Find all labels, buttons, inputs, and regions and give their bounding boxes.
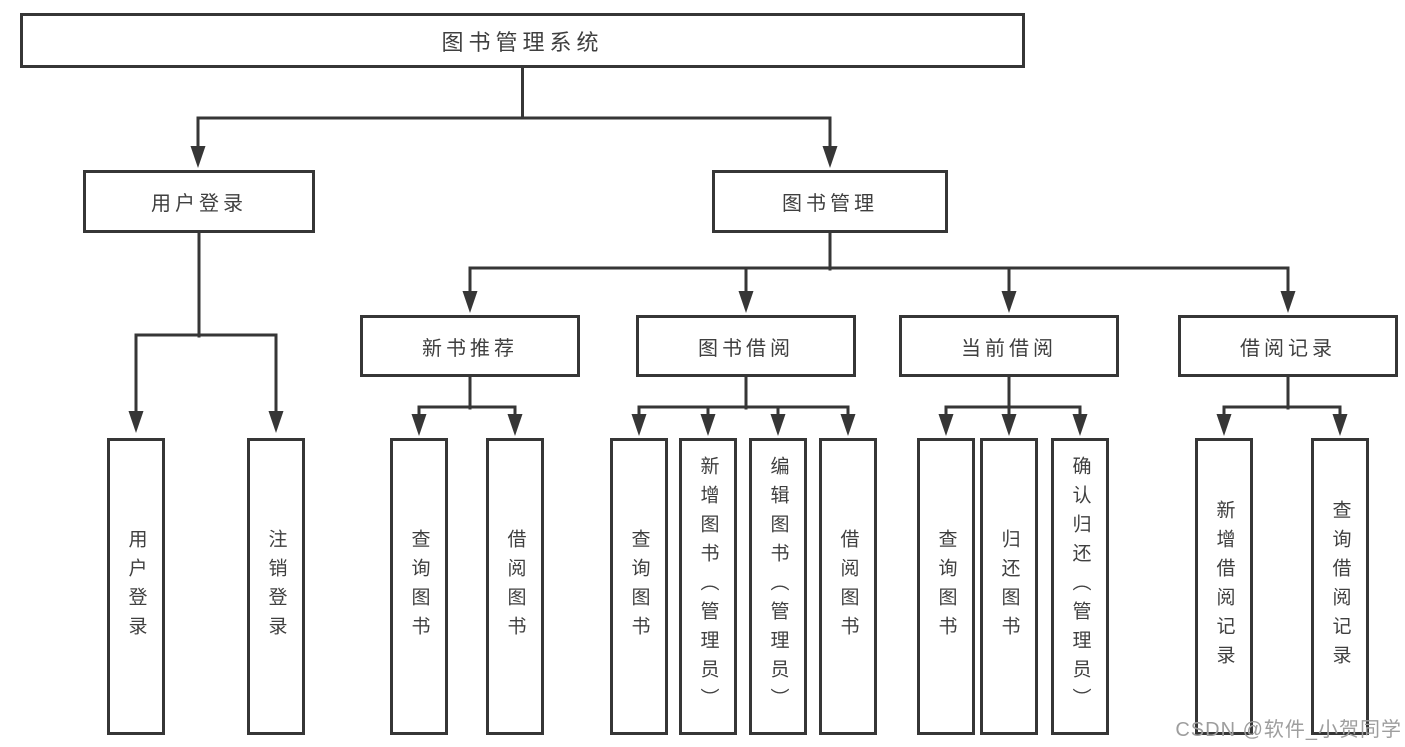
arrowhead-leaf-return-book [1001,414,1017,436]
arrowhead-book-borrowing [738,291,754,313]
node-current-borrowing-label: 当前借阅 [961,337,1057,360]
connector-recommend-rail [417,405,517,416]
leaf-borrow-book-recommend-label: 借阅图书 [504,528,526,645]
node-current-borrowing: 当前借阅 [899,315,1119,377]
leaf-user-login-label: 用户登录 [125,528,147,645]
leaf-logout: 注销登录 [247,438,305,735]
node-new-book-recommendation: 新书推荐 [360,315,580,377]
leaf-query-borrow-record: 查询借阅记录 [1311,438,1369,735]
node-borrowing-records-label: 借阅记录 [1240,337,1336,360]
node-user-login: 用户登录 [83,170,315,233]
arrowhead-new-book-recommendation [462,291,478,313]
connector-level2-rail [196,116,832,154]
leaf-edit-book-admin-label: 编辑图书（管理员） [767,456,789,717]
arrowhead-current-borrowing [1001,291,1017,313]
leaf-logout-label: 注销登录 [265,528,287,645]
arrowhead-leaf-borrow-book-borrowing [840,414,856,436]
node-book-management: 图书管理 [712,170,948,233]
node-book-management-label: 图书管理 [782,193,878,215]
node-system-root: 图书管理系统 [20,13,1025,68]
arrowhead-leaf-query-book-borrowing [631,414,647,436]
connector-current-rail [944,405,1082,416]
arrowhead-leaf-borrow-book-recommend [507,414,523,436]
node-system-root-label: 图书管理系统 [441,29,604,55]
connector-level3-rail [468,266,1290,297]
leaf-query-book-recommend-label: 查询图书 [408,528,430,645]
leaf-borrow-book-borrowing: 借阅图书 [819,438,877,735]
node-borrowing-records: 借阅记录 [1178,315,1398,377]
arrowhead-leaf-logout [268,411,284,433]
node-book-borrowing: 图书借阅 [636,315,856,377]
leaf-add-borrow-record-label: 新增借阅记录 [1213,499,1235,674]
arrowhead-leaf-confirm-return [1072,414,1088,436]
arrowhead-leaf-user-login [128,411,144,433]
arrowhead-leaf-add-book [700,414,716,436]
arrowhead-leaf-query-borrow-record [1332,414,1348,436]
leaf-add-book-admin-label: 新增图书（管理员） [697,456,719,717]
watermark: CSDN @软件_小贺同学 [1175,719,1402,741]
connector-records-rail [1222,405,1342,416]
leaf-add-book-admin: 新增图书（管理员） [679,438,737,735]
connector-user-login-rail [134,333,278,415]
leaf-confirm-return-admin-label: 确认归还（管理员） [1069,456,1091,717]
leaf-query-book-recommend: 查询图书 [390,438,448,735]
node-user-login-label: 用户登录 [151,193,247,215]
leaf-confirm-return-admin: 确认归还（管理员） [1051,438,1109,735]
leaf-user-login: 用户登录 [107,438,165,735]
node-new-book-recommendation-label: 新书推荐 [422,337,518,360]
leaf-return-book: 归还图书 [980,438,1038,735]
leaf-query-borrow-record-label: 查询借阅记录 [1329,499,1351,674]
leaf-add-borrow-record: 新增借阅记录 [1195,438,1253,735]
leaf-return-book-label: 归还图书 [998,528,1020,645]
leaf-query-book-current: 查询图书 [917,438,975,735]
leaf-query-book-current-label: 查询图书 [935,528,957,645]
arrowhead-book-management [822,146,838,168]
arrowhead-user-login [190,146,206,168]
leaf-edit-book-admin: 编辑图书（管理员） [749,438,807,735]
arrowhead-leaf-query-book-recommend [411,414,427,436]
leaf-borrow-book-borrowing-label: 借阅图书 [837,528,859,645]
arrowhead-leaf-add-borrow-record [1216,414,1232,436]
arrowhead-borrowing-records [1280,291,1296,313]
arrowhead-leaf-query-book-current [938,414,954,436]
connector-borrowing-rail [637,405,850,416]
arrowhead-leaf-edit-book [770,414,786,436]
node-book-borrowing-label: 图书借阅 [698,337,794,360]
leaf-borrow-book-recommend: 借阅图书 [486,438,544,735]
leaf-query-book-borrowing-label: 查询图书 [628,528,650,645]
leaf-query-book-borrowing: 查询图书 [610,438,668,735]
